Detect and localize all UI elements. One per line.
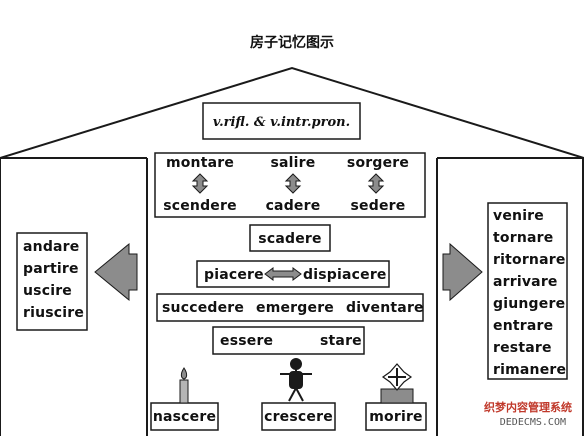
pair-bottom-verb: scendere xyxy=(163,198,237,214)
morire-box xyxy=(365,402,427,431)
pair-top-verb: salire xyxy=(270,155,316,171)
watermark-url: DEDECMS.COM xyxy=(499,417,566,428)
right-list-item: restare xyxy=(493,340,552,356)
right-arrow-icon xyxy=(442,242,483,302)
house-roof xyxy=(0,66,584,159)
scadere-box xyxy=(249,224,331,252)
page-title: 房子记忆图示 xyxy=(250,35,334,51)
pair-top-verb: sorgere xyxy=(346,155,410,171)
row-verb: succedere xyxy=(162,300,245,316)
watermark-text: 织梦内容管理系统 xyxy=(484,401,572,414)
left-list-item: partire xyxy=(23,261,79,277)
right-list-item: giungere xyxy=(493,296,566,312)
double-arrow-icon xyxy=(367,173,385,194)
left-list-box xyxy=(16,232,88,331)
row-verb: diventare xyxy=(346,300,424,316)
pair-bottom-verb: sedere xyxy=(350,198,406,214)
pair-top-verb: montare xyxy=(165,155,235,171)
crescere-box xyxy=(261,402,336,431)
cross-tomb-icon xyxy=(380,363,414,404)
right-list-item: venire xyxy=(493,208,544,224)
right-list-item: arrivare xyxy=(493,274,558,290)
left-arrow-icon xyxy=(94,242,138,302)
right-list-item: tornare xyxy=(493,230,554,246)
essere-stare-box xyxy=(212,326,365,355)
nascere-label: nascere xyxy=(152,409,217,425)
left-list-item: uscire xyxy=(23,283,72,299)
double-arrow-icon xyxy=(191,173,209,194)
double-arrow-icon xyxy=(284,173,302,194)
right-list-item: entrare xyxy=(493,318,554,334)
left-list-item: riuscire xyxy=(23,305,85,321)
essere-label: essere xyxy=(220,333,274,349)
roof-label-box xyxy=(202,102,361,140)
right-list-item: rimanere xyxy=(493,362,567,378)
stare-label: stare xyxy=(320,333,362,349)
double-arrow-icon xyxy=(264,267,302,281)
left-list-item: andare xyxy=(23,239,80,255)
row-verb: emergere xyxy=(256,300,334,316)
stick-figure-icon xyxy=(280,358,312,402)
candle-icon xyxy=(179,367,189,404)
piacere-label: piacere xyxy=(204,267,264,283)
nascere-box xyxy=(150,402,219,431)
roof-label: v.rifl. & v.intr.pron. xyxy=(212,115,351,130)
morire-label: morire xyxy=(369,409,423,425)
dispiacere-label: dispiacere xyxy=(303,267,387,283)
crescere-label: crescere xyxy=(264,409,333,425)
pair-bottom-verb: cadere xyxy=(265,198,321,214)
right-list-item: ritornare xyxy=(493,252,566,268)
scadere-label: scadere xyxy=(258,231,322,247)
row-verbs-box xyxy=(156,293,424,322)
right-list-box xyxy=(487,202,568,380)
